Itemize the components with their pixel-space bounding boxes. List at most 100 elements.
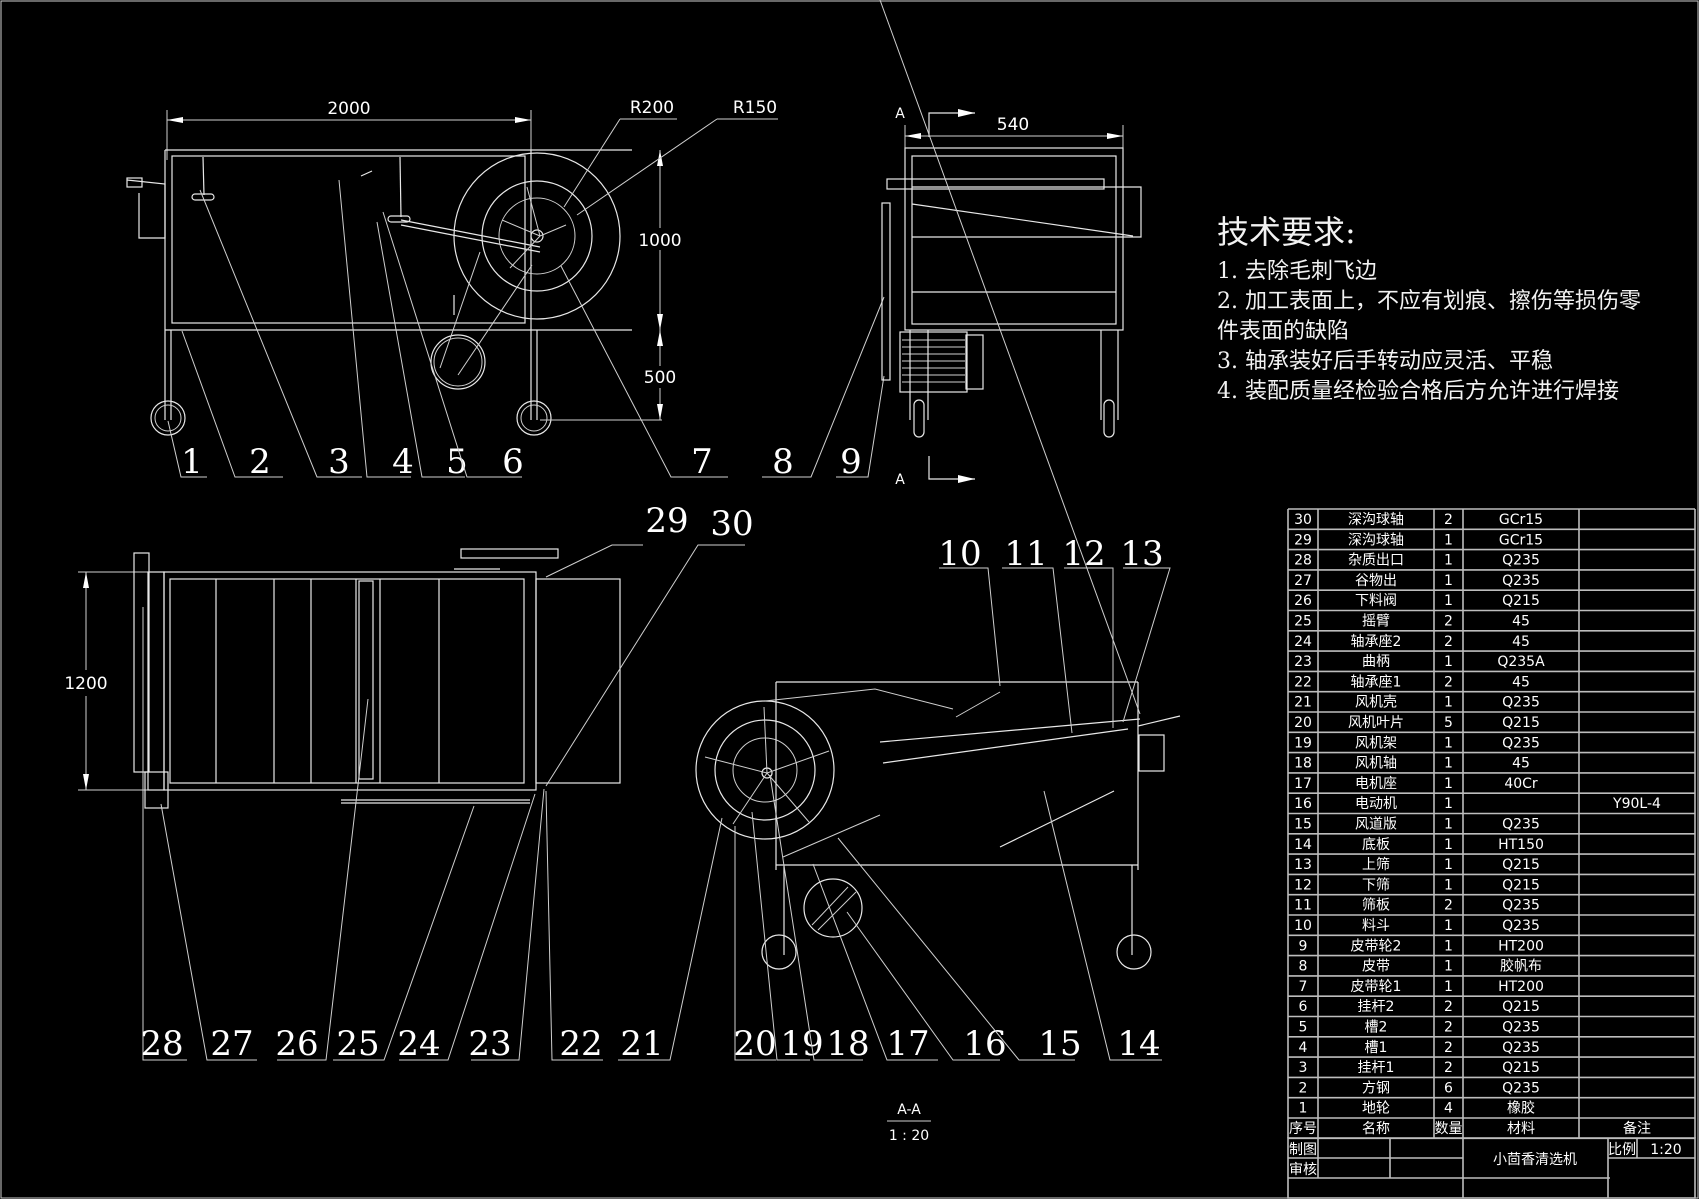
wheel-icon xyxy=(1116,934,1152,970)
cell-material: HT150 xyxy=(1498,837,1544,853)
scale-label: 比例 xyxy=(1608,1142,1636,1158)
crank-top xyxy=(460,548,559,559)
cell-seq: 19 xyxy=(1294,735,1312,751)
cell-material: Q235 xyxy=(1502,695,1540,711)
cell-seq: 16 xyxy=(1294,796,1312,812)
svg-text:11: 11 xyxy=(1004,534,1047,574)
cell-name: 皮带轮2 xyxy=(1351,938,1402,954)
sieve-frame xyxy=(163,571,537,791)
cell-material: Q235 xyxy=(1502,553,1540,569)
cell-name: 下料阀 xyxy=(1355,593,1397,609)
cell-name: 深沟球轴 xyxy=(1348,532,1404,548)
wheel-icon xyxy=(1103,399,1115,438)
cell-seq: 17 xyxy=(1294,776,1312,792)
svg-text:15: 15 xyxy=(1038,1024,1081,1064)
drawn-by-label: 制图 xyxy=(1289,1142,1317,1158)
cell-material: 40Cr xyxy=(1504,776,1538,792)
cell-material: HT200 xyxy=(1498,938,1544,954)
cell-seq: 27 xyxy=(1294,573,1312,589)
cell-seq: 5 xyxy=(1299,1020,1308,1036)
cell-material: Q235 xyxy=(1502,1080,1540,1096)
balloon-10: 10 xyxy=(938,534,1001,687)
svg-text:2: 2 xyxy=(249,442,271,482)
cell-name: 皮带轮1 xyxy=(1351,979,1402,995)
svg-text:22: 22 xyxy=(559,1024,602,1064)
hopper-box xyxy=(171,155,526,324)
balloon-18: 18 xyxy=(769,774,870,1064)
cell-name: 曲柄 xyxy=(1362,654,1390,670)
cell-seq: 13 xyxy=(1294,857,1312,873)
cell-qty: 2 xyxy=(1444,674,1453,690)
cell-seq: 29 xyxy=(1294,532,1312,548)
balloon-15: 15 xyxy=(837,837,1082,1064)
cell-material: Q235 xyxy=(1502,1020,1540,1036)
wheel-icon xyxy=(761,934,797,970)
cell-name: 挂杆1 xyxy=(1358,1060,1395,1076)
title-block: 制图 审核 小茴香清选机 比例 1:20 xyxy=(1287,1137,1696,1199)
cell-qty: 1 xyxy=(1444,756,1453,772)
balloon-3: 3 xyxy=(199,189,362,482)
cell-material: 45 xyxy=(1512,614,1530,630)
cell-qty: 1 xyxy=(1444,735,1453,751)
cell-seq: 6 xyxy=(1299,999,1308,1015)
cell-qty: 2 xyxy=(1444,999,1453,1015)
balloon-6: 6 xyxy=(382,211,524,482)
svg-text:9: 9 xyxy=(840,442,862,482)
balloon-9: 9 xyxy=(836,375,885,482)
cell-material: HT200 xyxy=(1498,979,1544,995)
cell-seq: 序号 xyxy=(1289,1121,1317,1137)
fan-housing xyxy=(453,152,621,320)
svg-text:13: 13 xyxy=(1120,534,1163,574)
cell-seq: 21 xyxy=(1294,695,1312,711)
svg-text:8: 8 xyxy=(772,442,794,482)
svg-text:29: 29 xyxy=(645,501,688,541)
cell-seq: 4 xyxy=(1299,1040,1308,1056)
svg-text:10: 10 xyxy=(938,534,981,574)
cell-seq: 14 xyxy=(1294,837,1312,853)
cell-seq: 26 xyxy=(1294,593,1312,609)
cell-qty: 1 xyxy=(1444,654,1453,670)
balloon-30: 30 xyxy=(545,504,754,787)
cell-qty: 1 xyxy=(1444,837,1453,853)
table-row: 14 底板 1 HT150 xyxy=(1294,837,1544,853)
cell-name: 电机座 xyxy=(1355,776,1397,792)
cell-name: 底板 xyxy=(1362,837,1390,853)
balloon-21: 21 xyxy=(618,817,723,1064)
cell-qty: 2 xyxy=(1444,898,1453,914)
cell-material: Q235 xyxy=(1502,573,1540,589)
dim-height-upper: 1000 xyxy=(638,231,681,251)
cell-qty: 1 xyxy=(1444,857,1453,873)
cell-name: 风道版 xyxy=(1355,817,1397,833)
balloon-13: 13 xyxy=(1120,534,1171,723)
cell-seq: 7 xyxy=(1299,979,1308,995)
cell-qty: 2 xyxy=(1444,614,1453,630)
cell-material: Q235A xyxy=(1497,654,1545,670)
cell-qty: 1 xyxy=(1444,877,1453,893)
cell-material: Q215 xyxy=(1502,999,1540,1015)
balloon-29: 29 xyxy=(545,501,689,578)
cell-name: 轴承座2 xyxy=(1351,634,1402,650)
cell-qty: 1 xyxy=(1444,979,1453,995)
balloon-14: 14 xyxy=(1043,790,1162,1064)
svg-text:23: 23 xyxy=(468,1024,511,1064)
dim-radius-r150: R150 xyxy=(733,98,777,118)
cell-qty: 1 xyxy=(1444,918,1453,934)
cell-material: GCr15 xyxy=(1499,532,1543,548)
cell-name: 挂杆2 xyxy=(1358,999,1395,1015)
cell-seq: 8 xyxy=(1299,959,1308,975)
cell-seq: 11 xyxy=(1294,898,1312,914)
svg-text:5: 5 xyxy=(446,442,468,482)
